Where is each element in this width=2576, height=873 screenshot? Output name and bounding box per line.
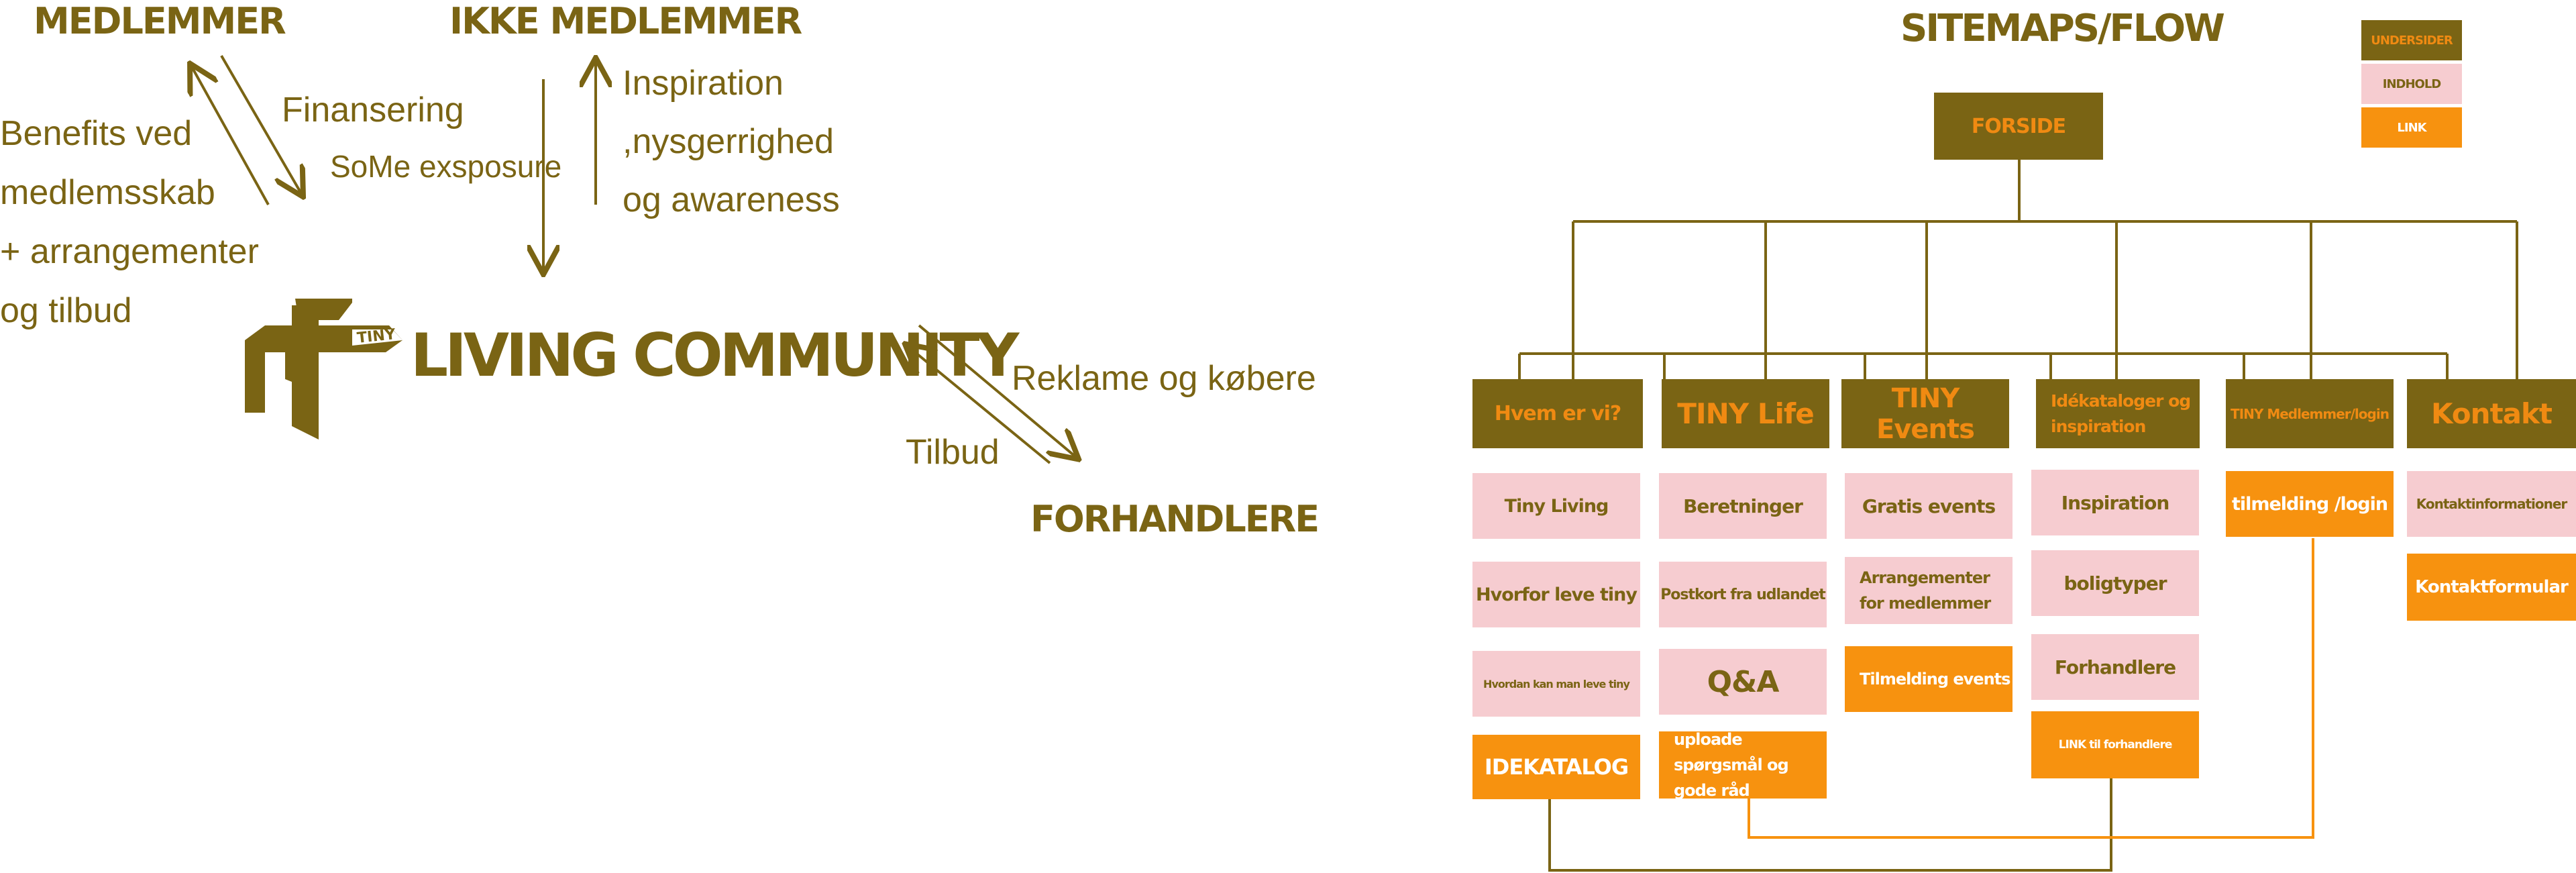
legend-link: LINK xyxy=(2361,107,2462,148)
arrow-offers xyxy=(907,346,1051,464)
item-boligtyper[interactable]: boligtyper xyxy=(2031,550,2199,616)
inspiration-line-1: Inspiration xyxy=(623,64,784,103)
members-title: MEDLEMMER xyxy=(34,0,286,42)
item-forhandlere[interactable]: Forhandlere xyxy=(2031,634,2199,700)
item-beretninger[interactable]: Beretninger xyxy=(1659,473,1827,539)
financing-label: Finansering xyxy=(282,91,464,130)
legend-indhold: INDHOLD xyxy=(2361,64,2462,104)
item-hvorfor-leve-tiny[interactable]: Hvorfor leve tiny xyxy=(1472,562,1640,627)
item-tiny-living[interactable]: Tiny Living xyxy=(1472,473,1640,539)
sitemap-title: SITEMAPS/FLOW xyxy=(1900,7,2225,50)
arrow-benefits xyxy=(191,66,270,205)
forside-node[interactable]: FORSIDE xyxy=(1934,93,2103,160)
header-hvem-er-vi[interactable]: Hvem er vi? xyxy=(1472,379,1643,448)
tiny-logo: TINY xyxy=(245,299,409,440)
link-kontaktformular[interactable]: Kontaktformular xyxy=(2407,554,2576,621)
item-postkort[interactable]: Postkort fra udlandet xyxy=(1659,562,1827,627)
link-idekatalog[interactable]: IDEKATALOG xyxy=(1472,735,1640,799)
link-tilmelding-login[interactable]: tilmelding /login xyxy=(2226,471,2394,537)
members-offer-line-1: Benefits ved xyxy=(0,114,193,153)
non-members-title: IKKE MEDLEMMER xyxy=(449,0,802,42)
dealers-title: FORHANDLERE xyxy=(1030,498,1320,540)
header-tiny-medlemmer[interactable]: TINY Medlemmer/login xyxy=(2226,379,2394,448)
legend-undersider: UNDERSIDER xyxy=(2361,20,2462,60)
item-arrangementer[interactable]: Arrangementer for medlemmer xyxy=(1845,557,2012,624)
item-kontaktinformationer[interactable]: Kontaktinformationer xyxy=(2407,471,2576,537)
inspiration-line-2: ,nysgerrighed xyxy=(623,122,835,161)
link-forhandlere[interactable]: LINK til forhandlere xyxy=(2031,711,2199,778)
some-exposure-label: SoMe exsposure xyxy=(330,149,562,184)
inspiration-line-3: og awareness xyxy=(623,181,840,219)
arrow-ads xyxy=(918,324,1077,458)
header-idekataloger[interactable]: Idékataloger og inspiration xyxy=(2036,379,2200,448)
item-qa[interactable]: Q&A xyxy=(1659,649,1827,715)
members-offer-line-3: + arrangementer xyxy=(0,232,259,271)
item-hvordan-leve-tiny[interactable]: Hvordan kan man leve tiny xyxy=(1472,651,1640,717)
link-uploade-sporgsmal[interactable]: uploade spørgsmål og gode råd xyxy=(1659,730,1827,800)
header-tiny-life[interactable]: TINY Life xyxy=(1662,379,1829,448)
header-kontakt[interactable]: Kontakt xyxy=(2407,379,2576,448)
ads-buyers-label: Reklame og købere xyxy=(1012,359,1316,398)
logo-text: TINY xyxy=(356,326,397,347)
link-tilmelding-events[interactable]: Tilmelding events xyxy=(1845,646,2012,712)
item-gratis-events[interactable]: Gratis events xyxy=(1845,473,2012,539)
members-offer-line-4: og tilbud xyxy=(0,291,132,330)
header-tiny-events[interactable]: TINY Events xyxy=(1841,379,2009,448)
offers-label: Tilbud xyxy=(906,433,1000,472)
arrow-financing xyxy=(220,54,302,195)
members-offer-line-2: medlemsskab xyxy=(0,173,215,212)
item-inspiration[interactable]: Inspiration xyxy=(2031,470,2199,535)
